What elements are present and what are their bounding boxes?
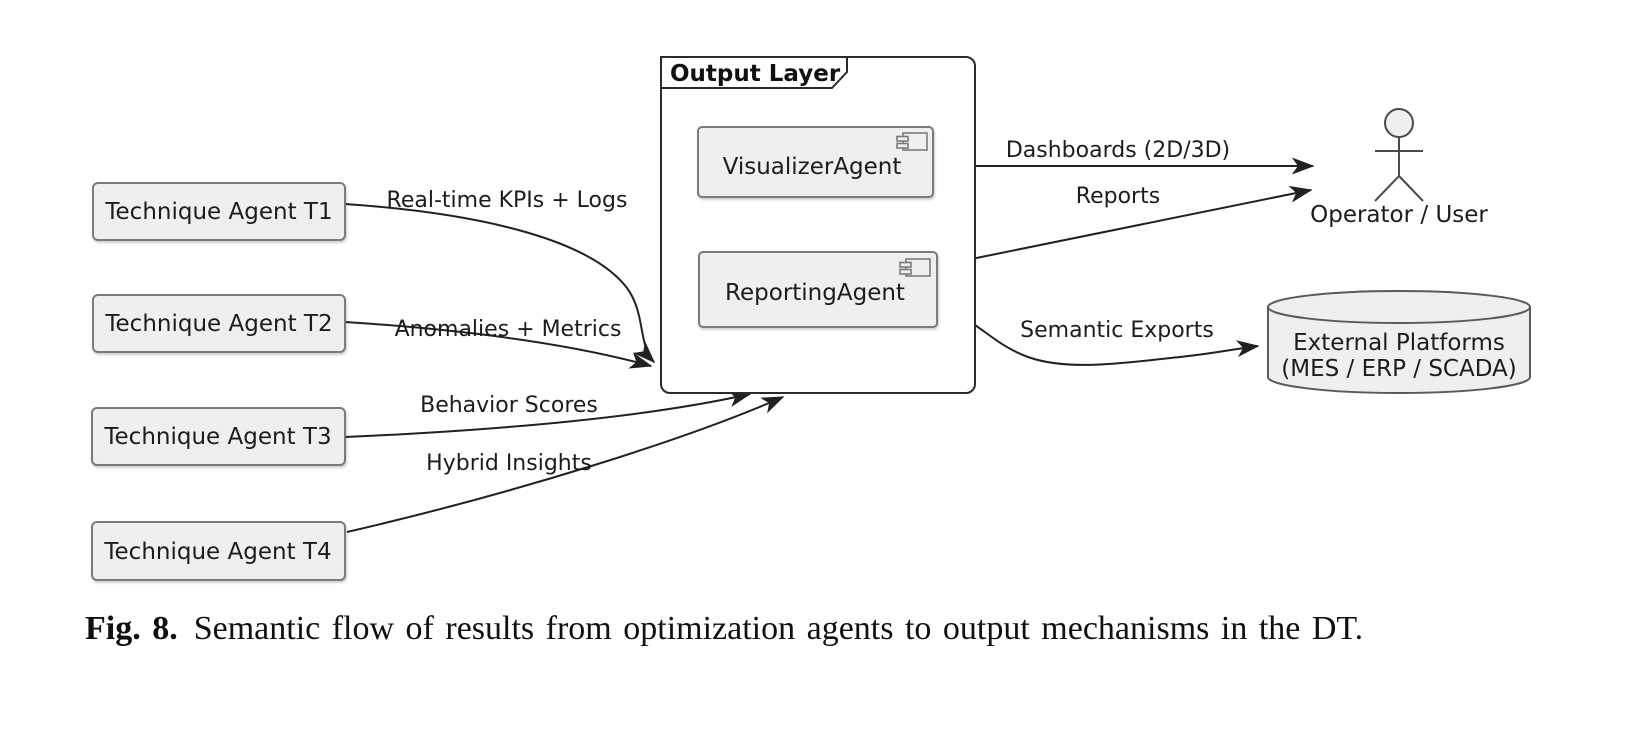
actor-head <box>1384 108 1414 138</box>
edge-label-realtime-kpis: Real-time KPIs + Logs <box>387 188 628 213</box>
external-platforms-label-line2: (MES / ERP / SCADA) <box>1281 356 1516 382</box>
database-cylinder-top <box>1267 290 1531 324</box>
output-layer-body <box>660 56 976 394</box>
node-technique-agent-t4: Technique Agent T4 <box>91 521 346 581</box>
package-output-layer: Output Layer VisualizerAgent ReportingAg… <box>660 56 976 394</box>
visualizer-agent-box <box>697 126 934 198</box>
component-icon <box>899 258 931 277</box>
technique-agent-t2-label: Technique Agent T2 <box>104 311 332 337</box>
edge-t1-to-output-layer <box>344 203 656 364</box>
edge-label-behavior-scores: Behavior Scores <box>420 393 598 418</box>
database-external-platforms: External Platforms (MES / ERP / SCADA) <box>1267 290 1531 394</box>
output-layer-title: Output Layer <box>670 61 841 87</box>
external-platforms-label-line1: External Platforms <box>1293 330 1505 356</box>
edge-t3-to-output-layer <box>344 390 752 438</box>
component-icon <box>896 132 928 151</box>
technique-agent-t4-label: Technique Agent T4 <box>103 539 331 565</box>
technique-agent-t1-box <box>92 182 346 241</box>
reporting-agent-box <box>698 251 938 328</box>
edge-label-dashboards: Dashboards (2D/3D) <box>1006 138 1230 163</box>
figure-caption: Fig. 8. Semantic flow of results from opt… <box>85 610 1565 648</box>
visualizer-agent-label: VisualizerAgent <box>723 154 902 180</box>
edge-label-anomalies-metrics: Anomalies + Metrics <box>395 317 622 342</box>
edge-t2-to-output-layer <box>344 321 653 369</box>
output-layer-tab <box>660 56 848 89</box>
actor-legs <box>1374 175 1424 202</box>
edge-t4-to-output-layer <box>346 396 785 533</box>
technique-agent-t2-box <box>92 294 346 353</box>
edge-label-reports: Reports <box>1076 184 1160 209</box>
technique-agent-t1-label: Technique Agent T1 <box>104 199 332 225</box>
reporting-agent-label: ReportingAgent <box>725 280 905 306</box>
node-technique-agent-t2: Technique Agent T2 <box>92 294 346 353</box>
technique-agent-t3-box <box>91 407 346 466</box>
technique-agent-t4-box <box>91 521 346 581</box>
node-technique-agent-t3: Technique Agent T3 <box>91 407 346 466</box>
node-technique-agent-t1: Technique Agent T1 <box>92 182 346 241</box>
node-reporting-agent: ReportingAgent <box>698 251 938 328</box>
figure-caption-text: Semantic flow of results from optimizati… <box>193 610 1364 647</box>
actor-operator-user: Operator / User <box>1310 108 1488 228</box>
edges <box>344 157 1315 533</box>
edge-label-semantic-exports: Semantic Exports <box>1020 318 1214 343</box>
semantic-flow-diagram: Real-time KPIs + Logs Anomalies + Metric… <box>91 56 1531 581</box>
technique-agent-t3-label: Technique Agent T3 <box>103 424 331 450</box>
node-visualizer-agent: VisualizerAgent <box>697 126 934 198</box>
database-cylinder-body <box>1267 307 1531 394</box>
edge-reporting-to-operator <box>936 185 1313 267</box>
figure-number: Fig. 8. <box>85 610 178 647</box>
edge-label-hybrid-insights: Hybrid Insights <box>426 451 592 476</box>
actor-label: Operator / User <box>1310 202 1488 228</box>
edge-reporting-to-external <box>936 303 1260 366</box>
